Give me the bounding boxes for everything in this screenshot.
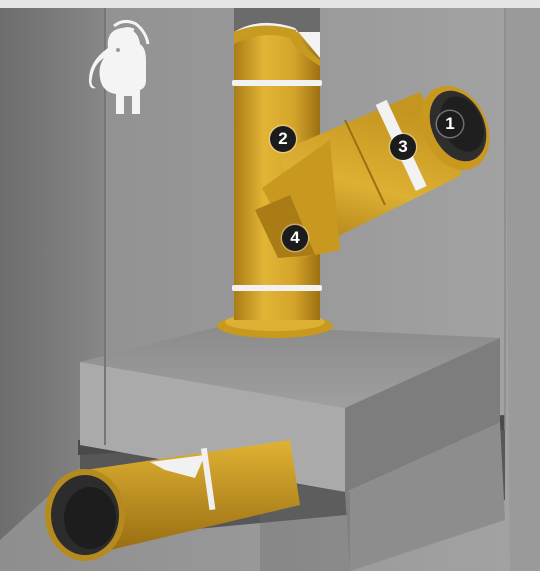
callout-3: 3 — [390, 134, 416, 160]
callout-4: 4 — [282, 225, 308, 251]
elephant-logo — [88, 18, 154, 122]
elephant-icon — [88, 18, 154, 122]
callout-2: 2 — [270, 126, 296, 152]
callout-1: 1 — [437, 111, 463, 137]
